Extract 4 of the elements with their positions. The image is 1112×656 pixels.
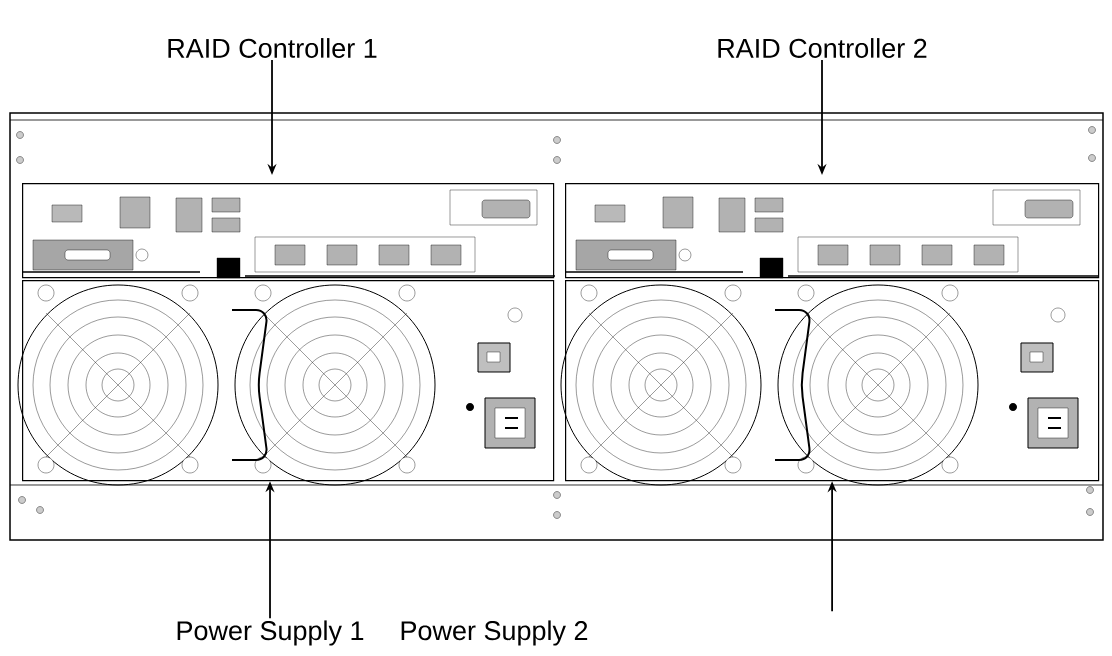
callout-text: Power Supply 2	[401, 620, 588, 646]
callout-text: Power Supply 1	[177, 620, 364, 646]
callout-text: RAID Controller 2	[718, 38, 927, 58]
callout-text: RAID Controller 1	[168, 38, 377, 58]
